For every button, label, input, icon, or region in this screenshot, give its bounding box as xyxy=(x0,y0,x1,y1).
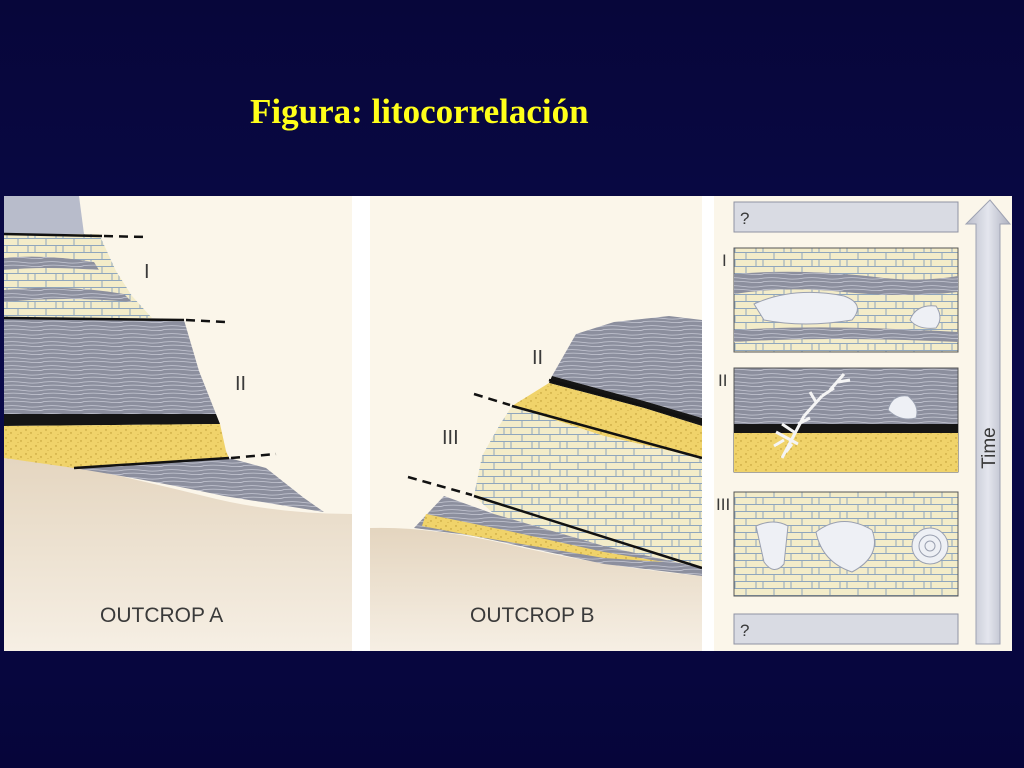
unit-label-iii-b: III xyxy=(442,427,459,449)
boundary-line xyxy=(73,456,230,470)
time-arrow-icon xyxy=(964,199,1012,645)
boundary-dashed xyxy=(103,234,147,239)
time-axis-label: Time xyxy=(979,427,1000,469)
unknown-box-bottom xyxy=(733,613,959,645)
lower-shale-b xyxy=(414,496,702,576)
fish-fossil-icon xyxy=(753,291,858,325)
boundary-line xyxy=(473,494,703,570)
outcrop-a-caption: OUTCROP A xyxy=(100,604,223,627)
boundary-line xyxy=(4,232,103,238)
outcrop-a-panel: I II OUTCROP A xyxy=(4,196,352,651)
unknown-box-top xyxy=(733,201,959,233)
lower-shale-a xyxy=(74,458,324,512)
coal-bed-a xyxy=(4,414,220,426)
brachiopod-fossil-icon xyxy=(815,521,875,573)
unknown-label-top: ? xyxy=(740,209,749,228)
column-unit-i xyxy=(733,247,959,353)
column-label-i: I xyxy=(722,251,727,270)
boundary-line xyxy=(548,378,703,424)
lithocorrelation-diagram: I II OUTCROP A II III OUTCROP B xyxy=(4,196,1012,651)
clam-fossil-icon xyxy=(887,395,918,420)
ground-b xyxy=(370,527,702,651)
unit-label-ii-b: II xyxy=(532,347,543,369)
shale-unit-ii-b xyxy=(552,316,702,418)
unit-label-ii-a: II xyxy=(235,373,246,395)
unknown-label-bottom: ? xyxy=(740,621,749,640)
boundary-dashed xyxy=(230,452,277,460)
panel-divider xyxy=(352,196,370,651)
plant-fossil-icon xyxy=(780,373,851,459)
outcrop-b-caption: OUTCROP B xyxy=(470,604,594,627)
panel-divider xyxy=(702,196,714,651)
unit-label-i-a: I xyxy=(144,261,150,283)
sandstone-b xyxy=(512,383,702,458)
ammonite-fossil-icon xyxy=(911,527,949,565)
boundary-line xyxy=(4,316,185,322)
boundary-dashed xyxy=(473,392,511,407)
column-label-iii: III xyxy=(716,495,730,514)
boundary-dashed xyxy=(407,475,473,497)
horn-coral-fossil-icon xyxy=(755,521,789,570)
boundary-dashed xyxy=(185,318,227,324)
column-unit-iii xyxy=(733,491,959,597)
limestone-unit-iii-b xyxy=(474,406,702,568)
shell-fossil-icon xyxy=(909,305,941,329)
lithocorrelation-figure: I II OUTCROP A II III OUTCROP B xyxy=(4,196,1012,651)
bedrock-cap-a xyxy=(4,196,84,234)
composite-column-panel: ? I II III xyxy=(714,196,1012,651)
column-label-ii: II xyxy=(718,371,727,390)
column-unit-ii xyxy=(733,367,959,473)
sandstone-a xyxy=(4,424,229,468)
boundary-line xyxy=(511,404,703,460)
slide-title: Figura: litocorrelación xyxy=(250,92,589,131)
outcrop-b-panel: II III OUTCROP B xyxy=(370,196,703,651)
ground-a xyxy=(4,451,352,651)
shale-unit-ii-a xyxy=(4,318,216,414)
